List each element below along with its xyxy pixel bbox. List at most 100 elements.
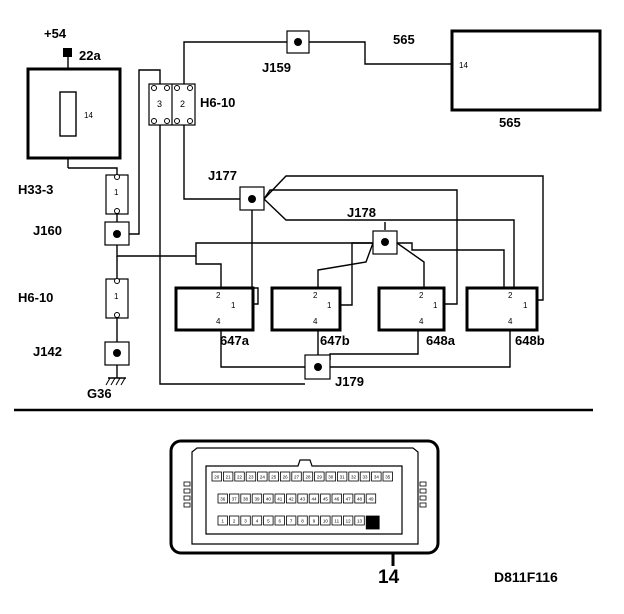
junction-j177: J177 <box>208 168 265 211</box>
module-pin-label: 1 <box>327 301 332 310</box>
module-pin-label: 2 <box>313 291 318 300</box>
plug-pin-label: 20 <box>214 475 220 480</box>
plug-pin-label: 49 <box>368 497 374 502</box>
plug-pin <box>217 493 228 504</box>
fuse-box: 14 <box>26 67 122 160</box>
plug-pin <box>308 493 320 504</box>
plug-pin-label: 31 <box>340 475 346 480</box>
plug-pin <box>217 515 228 526</box>
h6-10-top-label: H6-10 <box>200 95 235 110</box>
module-648b-label: 648b <box>515 333 545 348</box>
wires <box>14 41 593 566</box>
module-565-bottom-label: 565 <box>499 115 521 130</box>
plug-pin-label: 9 <box>313 519 316 524</box>
plug-pin-label: 37 <box>232 497 238 502</box>
module-647b-label: 647b <box>320 333 350 348</box>
plug-pin-label: 41 <box>277 497 283 502</box>
module-647a-label: 647a <box>220 333 250 348</box>
plug-pin-label: 46 <box>334 497 340 502</box>
plug-pin <box>251 493 263 504</box>
plug-pin-label: 10 <box>323 519 329 524</box>
module-pin-label: 4 <box>419 317 424 326</box>
fuse-value-label: 14 <box>84 111 93 120</box>
module-pin-label: 1 <box>433 301 438 310</box>
plug-inner <box>191 447 419 545</box>
plug-pin-label: 29 <box>317 475 323 480</box>
pin-circle <box>114 174 120 180</box>
plug-pin-label: 38 <box>243 497 249 502</box>
plug-pin-label: 45 <box>323 497 329 502</box>
plug-pin <box>342 515 354 526</box>
plug-pin <box>314 471 325 482</box>
plug-pin <box>257 471 268 482</box>
j178-node <box>381 238 389 246</box>
j177-node <box>248 195 256 203</box>
module-647a: 2 1 4 647a <box>174 286 255 348</box>
plug-pin <box>382 471 393 482</box>
control-module-565: 565 14 565 <box>393 29 602 130</box>
pin-circle <box>114 278 120 284</box>
module-648a: 2 1 4 648a <box>377 286 456 348</box>
module-647a-box <box>174 286 255 332</box>
plug-pin <box>211 471 222 482</box>
h6-10-left-label: H6-10 <box>18 290 53 305</box>
plug-pin-label: 27 <box>294 475 300 480</box>
module-647b: 2 1 4 647b <box>270 286 350 348</box>
plug-pin-label: 21 <box>226 475 232 480</box>
plug-pin-label: 42 <box>289 497 295 502</box>
plug-pin-label: 30 <box>328 475 334 480</box>
module-pin-label: 2 <box>216 291 221 300</box>
plug-pin <box>354 515 365 526</box>
plug-pin <box>348 471 359 482</box>
plug-pin-field <box>205 459 403 535</box>
plug-pin-callout <box>365 515 380 530</box>
plug-pin-label: 32 <box>351 475 357 480</box>
plug-pin-label: 40 <box>266 497 272 502</box>
plug-pin <box>359 471 371 482</box>
plug-pin <box>354 493 365 504</box>
plug-pin-label: 44 <box>311 497 317 502</box>
module-648b: 2 1 4 648b <box>465 286 545 348</box>
plug-pin <box>263 493 274 504</box>
plug-pin <box>274 493 285 504</box>
callout-pin-label: 14 <box>378 567 400 588</box>
supply-terminal <box>63 48 72 57</box>
module-648a-box <box>377 286 446 332</box>
module-565-top-label: 565 <box>393 32 415 47</box>
h6-10-top-pin2: 2 <box>180 99 185 109</box>
module-647b-box <box>270 286 342 332</box>
plug-pin-label: 3 <box>244 519 247 524</box>
fuse-icon <box>59 91 77 137</box>
connector-h6-10-left: H6-10 1 <box>18 278 129 319</box>
j160-label: J160 <box>33 223 62 238</box>
j142-label: J142 <box>33 344 62 359</box>
j179-label: J179 <box>335 374 364 389</box>
module-pin-label: 4 <box>313 317 318 326</box>
plug-pin <box>365 493 377 504</box>
plug-pin <box>285 515 297 526</box>
plug-pin-label: 28 <box>305 475 311 480</box>
junction-j178: J178 <box>347 205 398 255</box>
plug-pin <box>297 515 308 526</box>
module-pin-label: 1 <box>231 301 236 310</box>
plug-pin <box>279 471 291 482</box>
h6-10-left-pin-label: 1 <box>114 292 119 301</box>
plug-pin <box>291 471 302 482</box>
pin-circle <box>114 312 120 318</box>
module-pin-label: 1 <box>523 301 528 310</box>
plug-pin <box>228 515 240 526</box>
h33-3-pin-label: 1 <box>114 188 119 197</box>
module-648b-box <box>465 286 539 332</box>
j178-label: J178 <box>347 205 376 220</box>
plug-pin-label: 12 <box>346 519 352 524</box>
plug-pin-label: 39 <box>254 497 260 502</box>
plug-pin <box>263 515 274 526</box>
module-pin-label: 4 <box>508 317 513 326</box>
plug-pin <box>336 471 348 482</box>
plug-pin-label: 35 <box>385 475 391 480</box>
plug-pin <box>308 515 320 526</box>
pin-circle <box>114 208 120 214</box>
figure-code: D811F116 <box>494 569 558 585</box>
